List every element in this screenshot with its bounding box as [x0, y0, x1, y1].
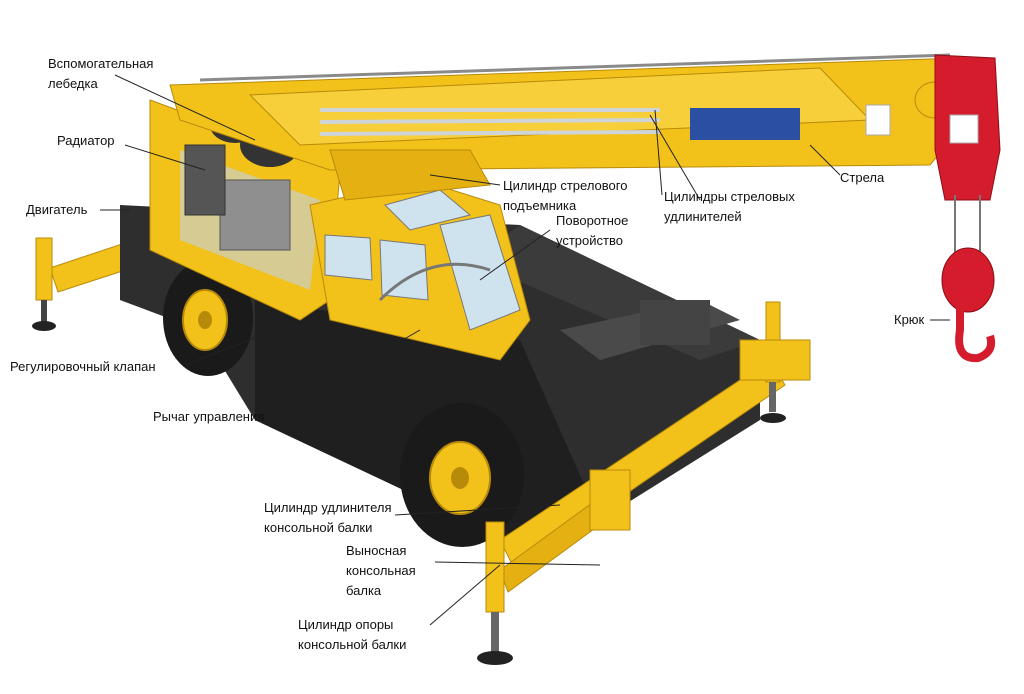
boom-head [934, 54, 1001, 201]
label-outrigger-beam: Выносная консольная балка [346, 543, 416, 598]
label-engine: Двигатель [26, 202, 88, 217]
label-outrigger-jack-cylinder: Цилиндр опоры консольной балки [298, 617, 407, 652]
label-boom: Стрела [840, 170, 885, 185]
cab [309, 179, 531, 361]
label-control-valve: Регулировочный клапан [10, 359, 156, 374]
label-hook: Крюк [894, 312, 925, 327]
hook-block [941, 195, 996, 363]
label-boom-ext-cylinders: Цилиндры стреловых удлинителей [664, 189, 795, 224]
label-radiator: Радиатор [57, 133, 115, 148]
front-outrigger [477, 301, 811, 665]
leader-lines [100, 74, 950, 626]
label-boom-lift-cylinder: Цилиндр стрелового подъемника [503, 178, 628, 213]
front-wheel [400, 403, 524, 547]
label-aux-winch: Вспомогательная лебедка [48, 56, 154, 91]
label-outrigger-ext-cylinder: Цилиндр удлинителя консольной балки [264, 500, 392, 535]
boom [169, 53, 976, 201]
label-slewing-device: Поворотное устройство [556, 213, 629, 248]
label-control-lever: Рычаг управления [153, 409, 265, 424]
